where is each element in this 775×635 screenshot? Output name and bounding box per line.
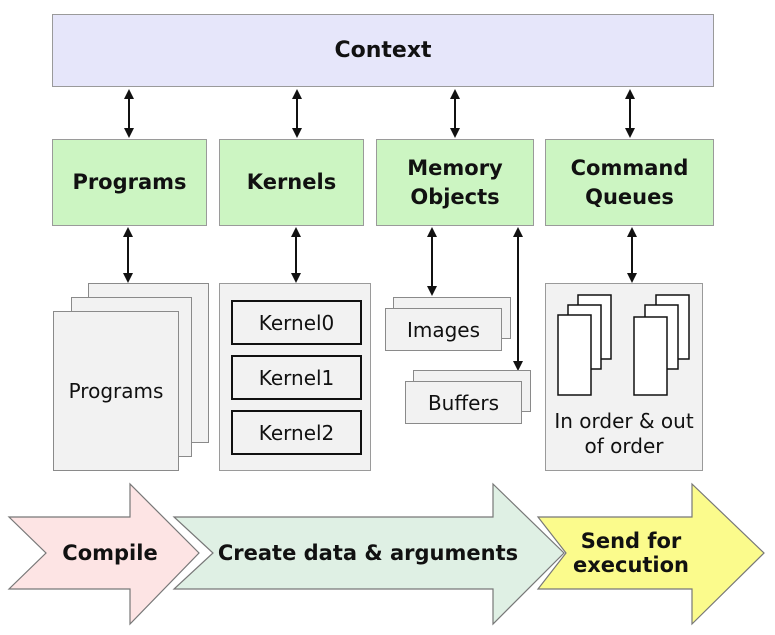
kernel2-box: Kernel2 [231, 410, 362, 455]
buffers-label: Buffers [427, 390, 500, 415]
send-step: Send for execution [572, 520, 690, 586]
command-queues-box: Command Queues [545, 139, 714, 226]
send-arrow-shape [536, 482, 765, 626]
kernel0-label: Kernel0 [258, 310, 335, 335]
create-step: Create data & arguments [208, 530, 528, 576]
buffers-box: Buffers [405, 381, 522, 424]
compile-arrow-shape [7, 482, 200, 626]
queue-sheets-icon [557, 294, 690, 396]
images-label: Images [406, 317, 481, 342]
command-queues-label: Command Queues [570, 156, 689, 209]
memory-objects-label: Memory Objects [407, 156, 503, 209]
kernel0-box: Kernel0 [231, 300, 362, 345]
program-sheet-front: Programs [53, 311, 179, 471]
kernel1-label: Kernel1 [258, 365, 335, 390]
programs-box: Programs [52, 139, 207, 226]
kernels-box: Kernels [219, 139, 364, 226]
kernels-label: Kernels [246, 170, 337, 195]
context-title: Context [334, 38, 432, 63]
programs-label: Programs [72, 170, 187, 195]
queues-panel-label-box: In order & out of order [545, 405, 703, 463]
compile-step: Compile [46, 530, 174, 576]
images-box: Images [385, 308, 502, 351]
compile-label: Compile [62, 540, 158, 565]
queues-panel-label: In order & out of order [554, 409, 694, 458]
context-box: Context [52, 14, 714, 87]
programs-panel-label: Programs [68, 379, 164, 403]
memory-objects-box: Memory Objects [376, 139, 534, 226]
kernel1-box: Kernel1 [231, 355, 362, 400]
create-arrow-shape [172, 482, 565, 626]
create-label: Create data & arguments [217, 540, 519, 565]
kernel2-label: Kernel2 [258, 420, 335, 445]
send-label: Send for execution [572, 528, 690, 577]
